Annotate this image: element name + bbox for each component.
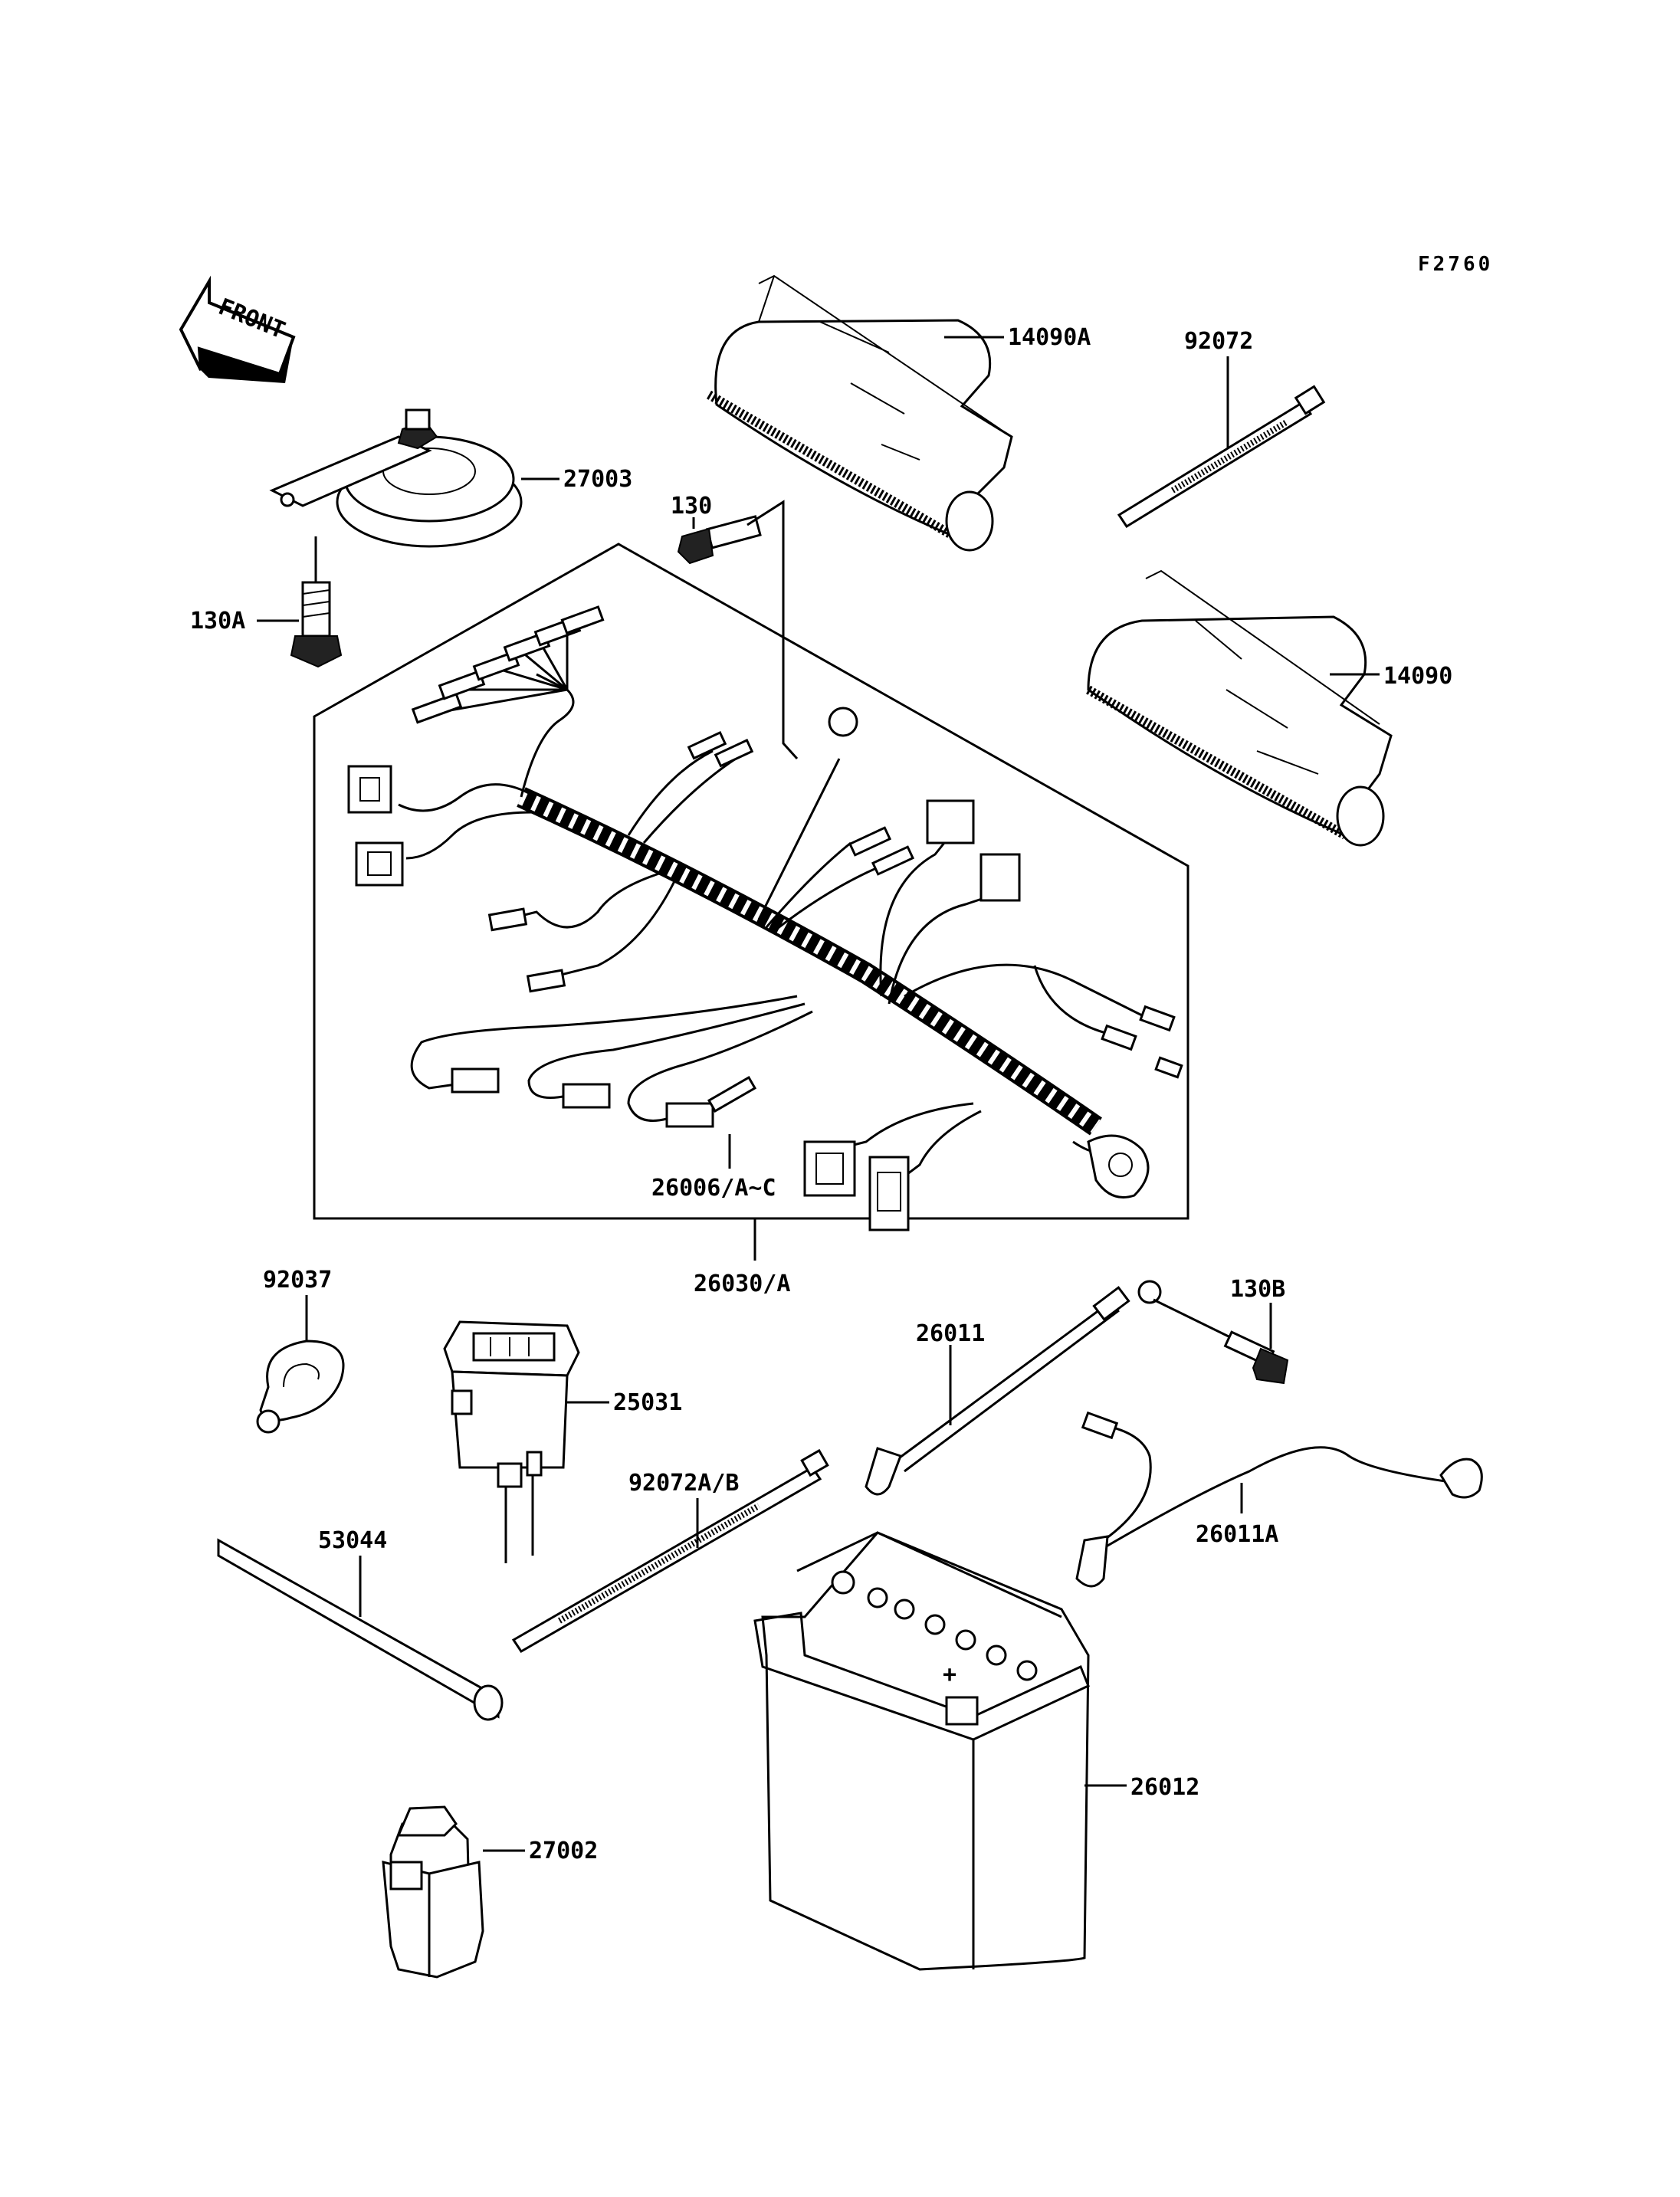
- label-92037: 92037: [263, 1267, 332, 1294]
- cable-tie-92072ab: [511, 1448, 829, 1654]
- battery-26012: +: [753, 1531, 1090, 1971]
- label-130b: 130B: [1230, 1276, 1285, 1303]
- label-26030: 26030/A: [694, 1271, 790, 1297]
- label-25031: 25031: [613, 1389, 682, 1416]
- label-130: 130: [671, 493, 712, 520]
- label-27002: 27002: [529, 1838, 598, 1864]
- cover-14090: [1086, 569, 1393, 847]
- relay-27002: [382, 1805, 484, 1979]
- clamp-92037: [256, 1340, 345, 1434]
- label-92072: 92072: [1184, 328, 1253, 355]
- label-26006: 26006/A~C: [651, 1175, 776, 1202]
- bolt-130a: [290, 581, 343, 668]
- hour-meter-25031: [443, 1320, 580, 1563]
- cable-26011a: [1075, 1411, 1483, 1588]
- label-27003: 27003: [563, 466, 632, 493]
- label-14090a: 14090A: [1008, 324, 1091, 351]
- label-130a: 130A: [190, 608, 245, 635]
- wiring-harness-26030: [347, 605, 1183, 1231]
- cable-26011: [865, 1280, 1162, 1496]
- tube-53044: [217, 1538, 504, 1721]
- cover-14090a: [706, 274, 1013, 552]
- horn-27003: [269, 408, 523, 548]
- label-26011a: 26011A: [1196, 1521, 1278, 1548]
- cable-tie-92072: [1117, 385, 1326, 529]
- figure-code: F2760: [1418, 253, 1493, 276]
- front-arrow-icon: FRONT: [179, 275, 296, 383]
- label-26011: 26011: [916, 1320, 985, 1347]
- label-53044: 53044: [318, 1527, 387, 1554]
- harness-frame: [313, 543, 1189, 1220]
- label-14090: 14090: [1383, 663, 1452, 690]
- label-92072ab: 92072A/B: [628, 1470, 740, 1497]
- label-26012: 26012: [1130, 1774, 1199, 1801]
- bolt-130b: [1223, 1330, 1289, 1385]
- svg-text:+: +: [943, 1661, 956, 1688]
